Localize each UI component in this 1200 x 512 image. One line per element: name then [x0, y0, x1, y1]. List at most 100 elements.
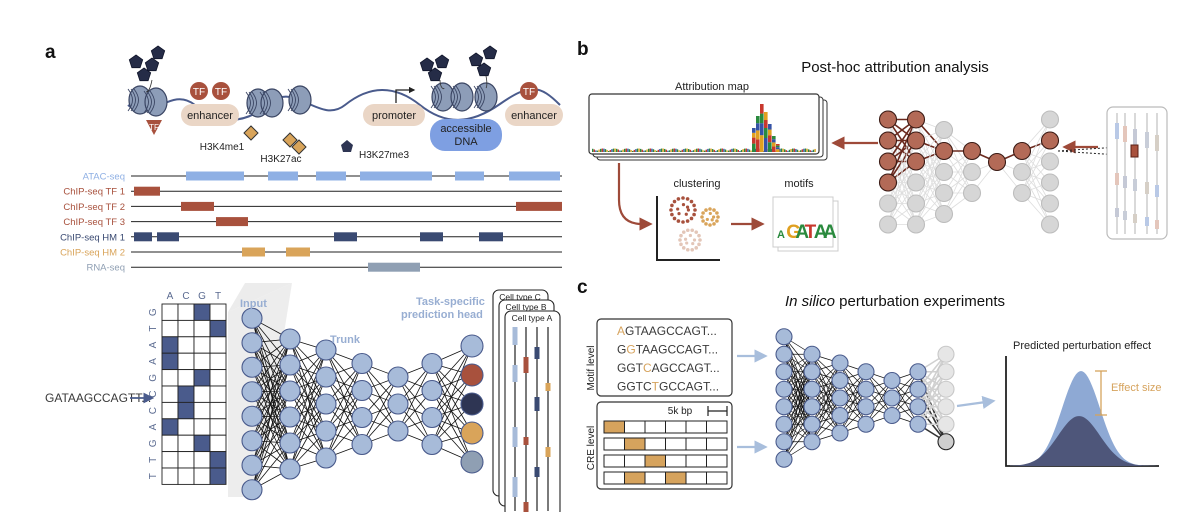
attribution-bar [788, 149, 791, 152]
edge [431, 345, 473, 445]
onehot-cell [161, 401, 179, 420]
node [775, 380, 793, 398]
attribution-bar [596, 150, 599, 152]
cluster-dot [672, 199, 677, 204]
attribution-bar [792, 148, 794, 152]
track-peak [509, 171, 560, 181]
attribution-bar [729, 149, 731, 152]
node [315, 393, 337, 415]
attribution-bar [593, 149, 595, 152]
node [279, 380, 301, 402]
node [351, 406, 373, 429]
node [241, 454, 263, 476]
track-label: RNA-seq [86, 263, 125, 274]
card-peak [512, 327, 518, 345]
strip-peak [1123, 126, 1127, 142]
attribution-bar [803, 148, 805, 152]
logo-letter: A [795, 222, 809, 243]
node [883, 371, 901, 390]
attribution-bar [609, 150, 611, 152]
attribution-bar [651, 148, 653, 152]
node [460, 421, 484, 445]
attribution-bar [728, 150, 730, 152]
attribution-bar [652, 149, 655, 152]
onehot-cell [161, 385, 179, 403]
attribution-peak [768, 129, 772, 136]
cell-type-label: Cell type C [499, 292, 541, 302]
node [878, 110, 898, 129]
attribution-bar [660, 148, 663, 152]
attribution-bar [688, 148, 690, 152]
map-to-clustering-arrow [617, 163, 653, 231]
attribution-bar [771, 148, 773, 152]
cluster-dot [694, 230, 699, 234]
cell-type-label: Cell type B [505, 302, 546, 312]
edge [1021, 119, 1051, 173]
strip-peak [1133, 179, 1137, 191]
cre-cell [644, 437, 666, 451]
attribution-peak [764, 120, 768, 128]
cluster-dot [697, 242, 701, 247]
attribution-bar [640, 148, 642, 152]
node [906, 173, 926, 192]
attribution-bar [683, 148, 685, 152]
onehot-header: A [167, 291, 174, 302]
onehot-cell [209, 451, 227, 469]
node [421, 352, 443, 375]
node [241, 405, 263, 427]
node [387, 366, 409, 388]
cre-cell [685, 454, 707, 468]
motif-sequences: AGTAAGCCAGT...GGTAAGCCAGT...GGTCAGCCAGT.… [617, 324, 720, 394]
node [279, 328, 301, 350]
node [803, 363, 821, 381]
tf-circle [520, 82, 538, 100]
histone-mark-pentagon [128, 54, 144, 69]
edge [943, 150, 973, 215]
node [279, 458, 301, 480]
enhancer-box [181, 104, 239, 126]
attribution-bar [800, 150, 802, 152]
edge [915, 171, 945, 225]
attribution-peak [756, 139, 760, 152]
h3k4me1-label: H3K4me1 [200, 142, 245, 153]
node [857, 398, 875, 416]
attribution-bar [724, 149, 727, 152]
attribution-bar [673, 148, 675, 152]
node [962, 141, 982, 161]
onehot-cell [193, 336, 211, 354]
cell-type-card: Cell type A [504, 310, 561, 512]
attribution-peak [772, 136, 776, 140]
cre-cell [706, 471, 728, 485]
edge [915, 150, 945, 225]
attribution-bar [808, 149, 810, 152]
attribution-bar [715, 150, 717, 152]
attribution-bar [720, 148, 722, 152]
node [241, 332, 263, 354]
cluster-dot [685, 228, 690, 233]
attribution-peak [764, 112, 768, 120]
attribution-peak [752, 132, 756, 138]
node [857, 415, 875, 433]
node [906, 152, 926, 171]
node [934, 141, 954, 161]
attribution-peak [760, 135, 764, 152]
cre-cell [706, 420, 728, 434]
track-label: ChIP-seq TF 2 [63, 202, 125, 213]
input-label: Input [240, 298, 267, 310]
attribution-bar [780, 148, 783, 152]
onehot-cell [209, 385, 227, 403]
motif-level-box [596, 318, 733, 397]
attribution-peak [760, 104, 764, 114]
node [906, 131, 926, 150]
attribution-peak [772, 146, 776, 152]
node [934, 120, 954, 140]
cre-cell [624, 420, 646, 434]
node [937, 363, 955, 381]
onehot-cell [177, 418, 195, 436]
attribution-bar [705, 149, 707, 152]
attribution-bar [644, 150, 647, 152]
track-peak [316, 171, 346, 181]
node [775, 398, 793, 416]
